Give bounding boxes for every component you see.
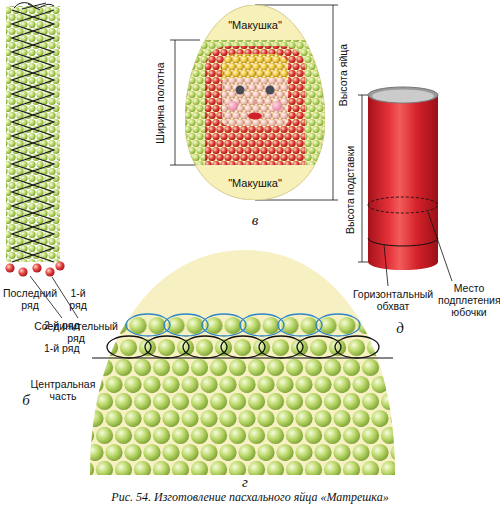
- leader-line: [384, 245, 388, 286]
- thread-end: [14, 3, 54, 10]
- red-bead: [55, 261, 64, 270]
- bead-grid: [6, 6, 60, 262]
- node-text: "Макушка": [185, 177, 325, 190]
- thread: [12, 10, 54, 262]
- part-label: Центральная часть: [28, 378, 98, 402]
- egg-top: [85, 250, 400, 479]
- panel-letter: д: [388, 320, 412, 337]
- egg-outline: "Макушка" "Макушка": [185, 5, 325, 200]
- part-label: Место подплетения юбочки: [438, 282, 500, 318]
- thread: [12, 10, 54, 262]
- figure-caption: Рис. 54. Изготовление пасхального яйца «…: [0, 490, 500, 504]
- part-label: 2-й ряд: [44, 319, 94, 331]
- beaded-strip: [5, 3, 78, 318]
- panel-letter: в: [243, 212, 267, 229]
- egg-shape: [185, 5, 325, 200]
- bead-row: [95, 338, 395, 357]
- thread-loops: [126, 314, 360, 336]
- node-text: "Макушка": [185, 19, 325, 32]
- dimension-label: Высота подставки: [344, 125, 356, 255]
- red-bead: [32, 263, 41, 272]
- node-outline: [185, 5, 325, 200]
- panel-letter: г: [233, 474, 257, 491]
- thread-loops: [107, 336, 379, 358]
- leader-line: [428, 212, 452, 281]
- red-bead: [5, 263, 14, 272]
- bead-row: [105, 316, 395, 335]
- part-label: Горизонтальный обхват: [348, 288, 438, 312]
- red-bead: [18, 267, 27, 276]
- part-label: 1-й ряд: [64, 287, 92, 311]
- dimension-label: Высота яйца: [337, 20, 349, 130]
- dimension-lines: [170, 5, 338, 200]
- central-beads: [85, 359, 400, 479]
- red-bead: [45, 267, 54, 276]
- stand-cylinder: [358, 87, 452, 286]
- dimension-label: Ширина полотна: [154, 38, 166, 168]
- part-label: 1-й ряд: [44, 342, 94, 354]
- part-label: Последний ряд: [2, 287, 58, 311]
- panel-letter: б: [14, 392, 38, 409]
